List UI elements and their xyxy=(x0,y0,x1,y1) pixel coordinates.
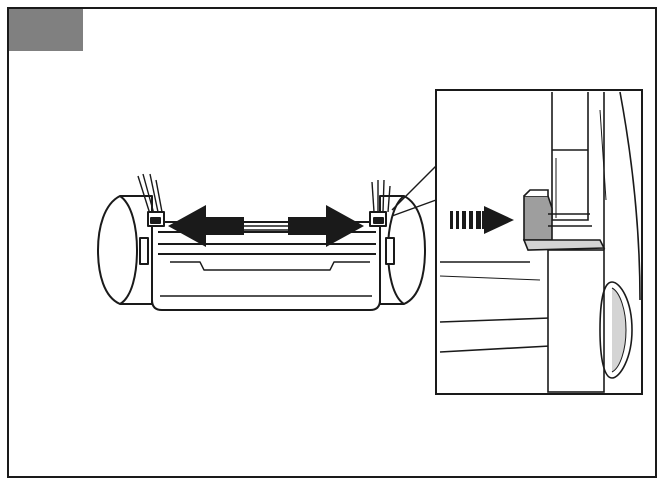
figure-frame xyxy=(7,7,657,478)
roller-assembly xyxy=(97,173,426,311)
arrow-right-icon xyxy=(288,205,364,247)
callout-line-upper xyxy=(391,165,437,211)
callout-line-lower xyxy=(391,199,437,217)
step-number-tab xyxy=(9,9,83,51)
left-roller xyxy=(97,195,153,305)
right-guide-clip xyxy=(369,179,391,227)
arrow-left-icon xyxy=(168,205,244,247)
dashed-arrow-right-icon xyxy=(450,206,514,234)
detail-inset xyxy=(435,89,643,395)
left-guide-clip xyxy=(137,173,165,227)
guide-tab xyxy=(523,195,553,241)
